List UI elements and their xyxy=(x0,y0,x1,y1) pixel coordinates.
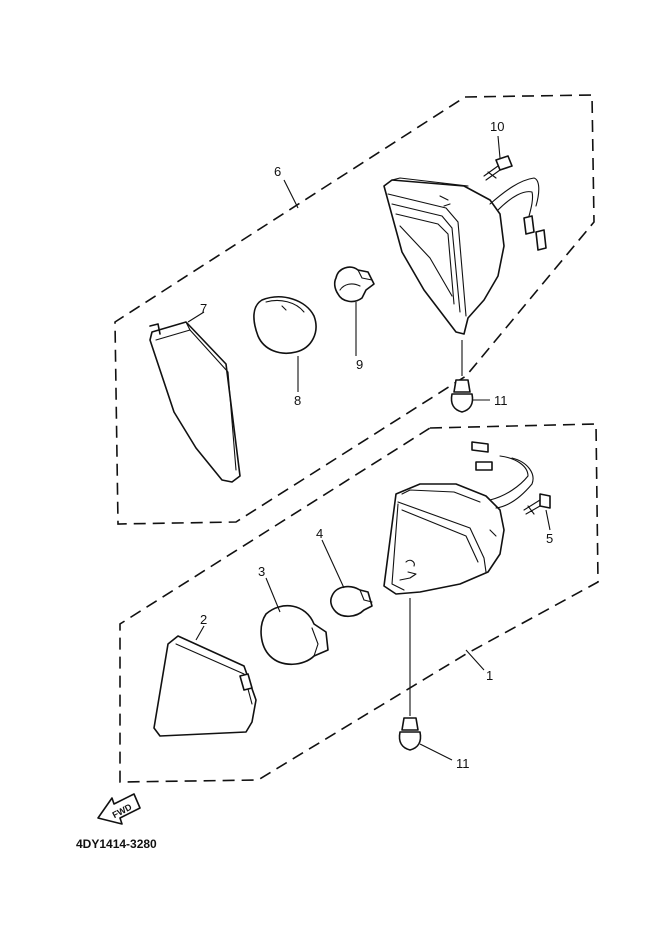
callout-1: 1 xyxy=(486,668,493,683)
callout-6: 6 xyxy=(274,164,281,179)
lower-housing xyxy=(383,441,534,595)
upper-bulb-part-9 xyxy=(333,266,375,303)
leader-1 xyxy=(465,649,485,671)
leader-4 xyxy=(321,539,345,589)
callout-3: 3 xyxy=(258,564,265,579)
lower-assembly-outline xyxy=(119,423,599,783)
callout-7: 7 xyxy=(200,301,207,316)
fwd-arrow-icon: FWD xyxy=(97,793,141,825)
leader-2 xyxy=(195,625,205,641)
callout-9: 9 xyxy=(356,357,363,372)
lower-socket-part-3 xyxy=(260,605,329,666)
lower-screw-part-5 xyxy=(523,493,551,531)
upper-screw-part-10 xyxy=(483,135,513,181)
callout-10: 10 xyxy=(490,119,504,134)
lower-grommet-part-11 xyxy=(398,598,453,761)
callout-4: 4 xyxy=(316,526,323,541)
lower-lens-part-2 xyxy=(153,635,257,737)
diagram-code: 4DY1414-3280 xyxy=(76,837,157,851)
upper-lens-part-7 xyxy=(149,321,241,483)
leader-3 xyxy=(265,577,281,613)
leader-7 xyxy=(187,311,205,323)
leader-6 xyxy=(283,179,299,209)
callout-8: 8 xyxy=(294,393,301,408)
callout-2: 2 xyxy=(200,612,207,627)
lower-bulb-part-4 xyxy=(330,585,373,618)
callout-5: 5 xyxy=(546,531,553,546)
upper-housing xyxy=(383,177,547,335)
upper-grommet-part-11 xyxy=(450,340,490,413)
upper-socket-part-8 xyxy=(253,296,317,354)
callout-11-upper: 11 xyxy=(494,393,508,408)
upper-assembly-outline xyxy=(114,94,595,525)
callout-11-lower: 11 xyxy=(456,756,470,771)
